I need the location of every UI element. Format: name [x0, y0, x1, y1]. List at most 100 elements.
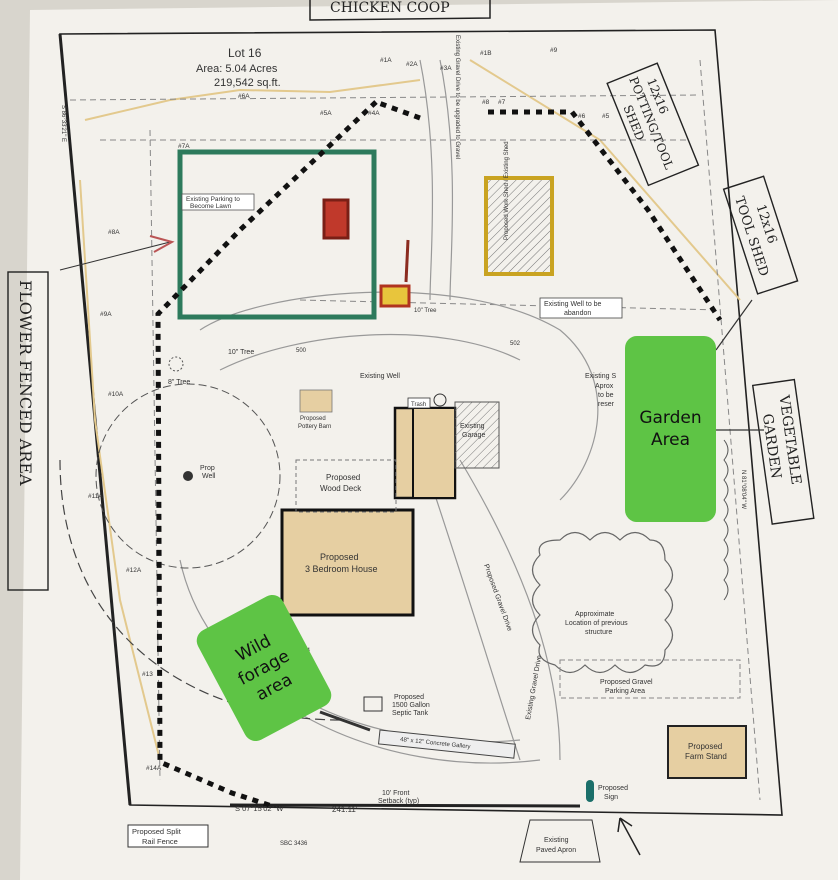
setback-line-top: [84, 79, 421, 121]
setback-label-1: 10' Front: [382, 790, 409, 797]
tree-label-10a: 10" Tree: [228, 349, 254, 356]
septic-label-1: Proposed: [394, 694, 424, 701]
paved-apron-label-1: Existing: [544, 837, 569, 844]
bearing-right: N 81°08'04" W: [740, 470, 746, 509]
split-rail-label-2: Rail Fence: [142, 837, 178, 846]
setback-line-left: [79, 179, 161, 761]
bearing-bottom: S 07°15'02" W: [235, 804, 284, 813]
septic-tank: [363, 696, 383, 712]
contour-500-label: 500: [296, 348, 307, 354]
existing-parking-square: [177, 149, 377, 320]
stake-tag: #8: [482, 99, 490, 106]
parking-label-box: [181, 193, 255, 211]
stake-tag: #6A: [238, 93, 250, 100]
fence-lines: [155, 99, 723, 809]
existing-septic-label-4: reser: [598, 401, 615, 408]
flower-fenced-note: FLOWER FENCED AREA: [7, 271, 49, 591]
proposed-garage-inner: [412, 407, 456, 499]
tree-8-symbol: [168, 356, 184, 372]
lot-area: Area: 5.04 Acres: [196, 63, 278, 75]
sign-marker: [586, 780, 594, 802]
prev-structure-label-3: structure: [585, 629, 612, 636]
garden-area-block: Garden Area: [625, 336, 716, 522]
sign-arrow: [617, 817, 641, 856]
stake-tag: #7A: [178, 143, 190, 150]
garden-area-label-1: Garden: [639, 407, 702, 428]
yellow-marker-box: [379, 284, 411, 308]
septic-label-3: Septic Tank: [392, 710, 429, 717]
stake-tag: #8A: [108, 229, 120, 236]
contour-502-label: 502: [510, 341, 521, 347]
wood-deck-label-1: Proposed: [326, 473, 360, 482]
prop-well-label-1: Prop: [200, 465, 215, 472]
house-label-2: 3 Bedroom House: [305, 564, 378, 574]
stake-tag: #9A: [100, 311, 112, 318]
shed-box-label: Proposed Work Shed / Existing Shed: [504, 141, 510, 240]
chicken-coop-label: CHICKEN COOP: [330, 0, 450, 16]
trash-label: Trash: [411, 402, 426, 408]
prop-well-label-2: Well: [202, 473, 216, 480]
contour-lines: [179, 59, 599, 764]
stake-tag: #1A: [380, 57, 392, 64]
sbc-label: SBC 3436: [280, 841, 308, 847]
arrow-to-parking: [59, 241, 171, 271]
paved-apron: [519, 819, 601, 863]
house-label-1: Proposed: [320, 552, 359, 562]
existing-septic-label-1: Existing S: [585, 373, 616, 380]
existing-well-label-2: abandon: [564, 310, 591, 317]
gravel-parking-label-2: Parking Area: [605, 688, 645, 695]
concrete-gallery: [377, 729, 516, 759]
lot-sqft: 219,542 sq.ft.: [214, 77, 281, 89]
existing-garage-label-2: Garage: [462, 432, 485, 439]
septic-pipe: [319, 710, 371, 732]
pottery-barn-label-2: Pottery Barn: [298, 424, 331, 430]
stake-tag: #3A: [440, 65, 452, 72]
split-rail-box: [127, 824, 209, 848]
setback-label-2: Setback (typ): [378, 798, 419, 805]
front-setback-line: [229, 803, 581, 808]
parking-label-2: Become Lawn: [190, 203, 232, 210]
well-radius-circle: [95, 383, 281, 569]
trash-box: [407, 397, 431, 409]
prev-structure-label-2: Location of previous: [565, 620, 628, 627]
existing-well-short-label: Existing Well: [360, 373, 400, 380]
pottery-barn: [299, 389, 333, 413]
existing-garage: [454, 401, 500, 469]
existing-well-box: [539, 297, 623, 319]
sign-label-2: Sign: [604, 794, 618, 801]
tree-label-8: 8" Tree: [168, 379, 190, 386]
existing-septic-label-3: to be: [598, 392, 614, 399]
arrow-head-red: [149, 235, 175, 253]
parking-label-1: Existing Parking to: [186, 196, 240, 203]
existing-septic-label-2: Aprox: [595, 383, 614, 390]
proposed-house: [280, 508, 415, 617]
stake-tag: #11A: [88, 493, 103, 500]
paved-apron-label-2: Paved Apron: [536, 847, 576, 854]
stake-tag: #6: [578, 113, 586, 120]
proposed-farm-stand: [667, 725, 747, 779]
chicken-coop-box: [309, 0, 491, 21]
septic-label-2: 1500 Gallon: [392, 702, 430, 709]
proposed-work-shed: [484, 176, 554, 276]
existing-well-dot: [433, 393, 447, 407]
farm-stand-label-2: Farm Stand: [685, 752, 727, 761]
red-marker-box: [322, 198, 350, 240]
stake-tag: #5: [602, 113, 610, 120]
proposed-wood-deck: [295, 459, 397, 513]
stake-tag: #14A: [146, 765, 162, 772]
prev-structure-label-1: Approximate: [575, 611, 614, 618]
stake-tag: #4A: [368, 110, 380, 117]
tree-label-10b: 10" Tree: [414, 308, 437, 314]
stake-tag: #7: [498, 99, 506, 106]
sign-label-1: Proposed: [598, 785, 628, 792]
pottery-barn-label-1: Proposed: [300, 416, 326, 422]
stake-tag: #5A: [320, 110, 332, 117]
stake-tag: #2A: [406, 61, 418, 68]
stake-tag: #13: [142, 671, 153, 678]
stake-tag: #12A: [126, 567, 142, 574]
existing-gravel-note-label: Existing Gravel Drive to be upgraded to …: [454, 35, 460, 159]
arrow-to-tool-shed: [715, 299, 753, 351]
stake-markers: #1A#2A#3A#4A#5A#6A#7A#8A#9A#10A#11A#12A#…: [88, 47, 610, 772]
garden-area-label-2: Area: [650, 430, 691, 450]
